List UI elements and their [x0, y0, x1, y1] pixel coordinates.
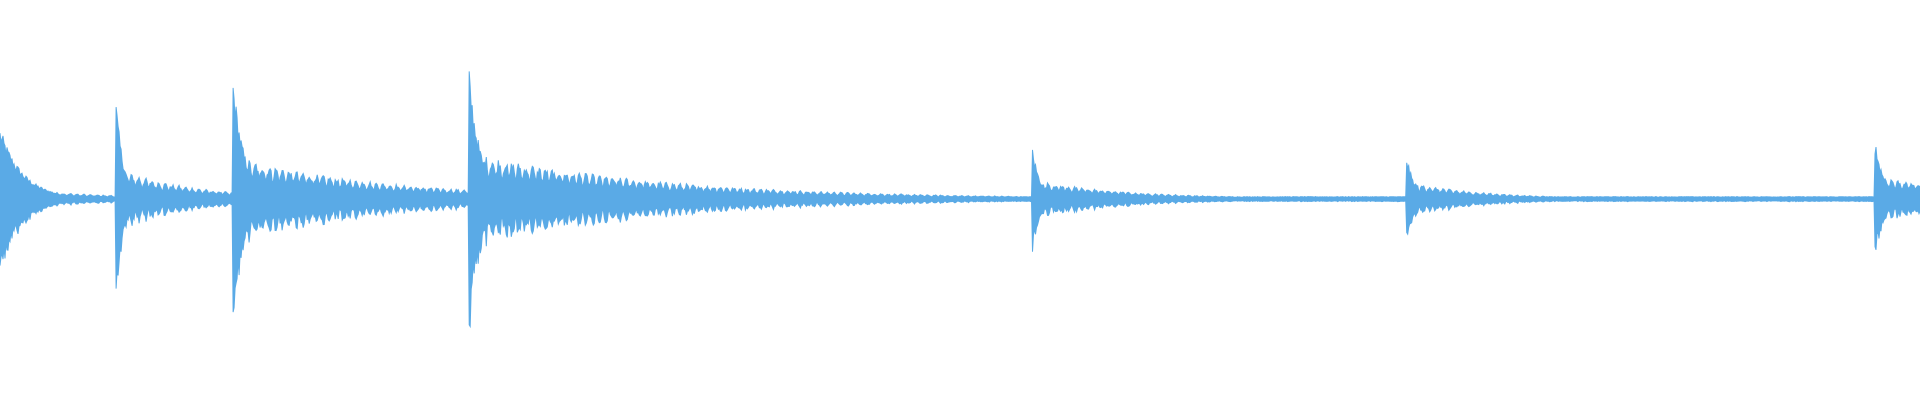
waveform-envelope	[0, 71, 1920, 329]
